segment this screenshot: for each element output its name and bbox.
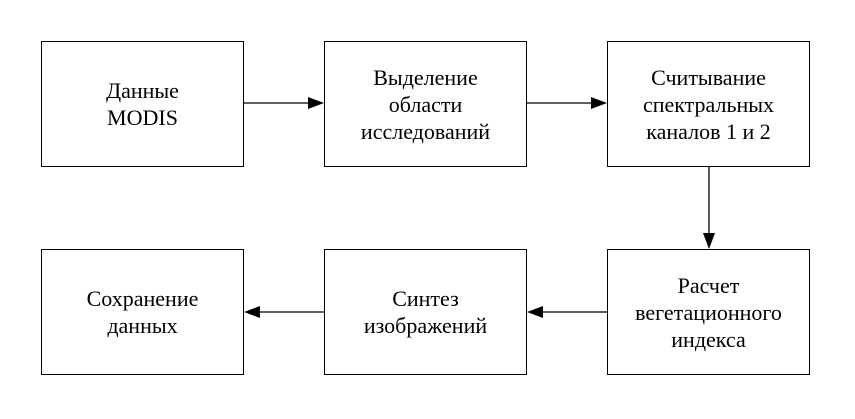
arrowhead-b5-b6 xyxy=(244,306,260,318)
arrowhead-b3-b4 xyxy=(703,233,715,249)
block-save-data: Сохранение данных xyxy=(41,249,244,375)
arrowhead-b2-b3 xyxy=(591,97,607,109)
block-modis-data: Данные MODIS xyxy=(41,41,244,167)
block-read-spectral-channels: Считывание спектральных каналов 1 и 2 xyxy=(607,41,810,167)
block-compute-vegetation-index: Расчет вегетационного индекса xyxy=(607,249,810,375)
block-select-study-area: Выделение области исследований xyxy=(324,41,527,167)
arrowhead-b4-b5 xyxy=(527,306,543,318)
arrowhead-b1-b2 xyxy=(308,97,324,109)
block-image-synthesis: Синтез изображений xyxy=(324,249,527,375)
